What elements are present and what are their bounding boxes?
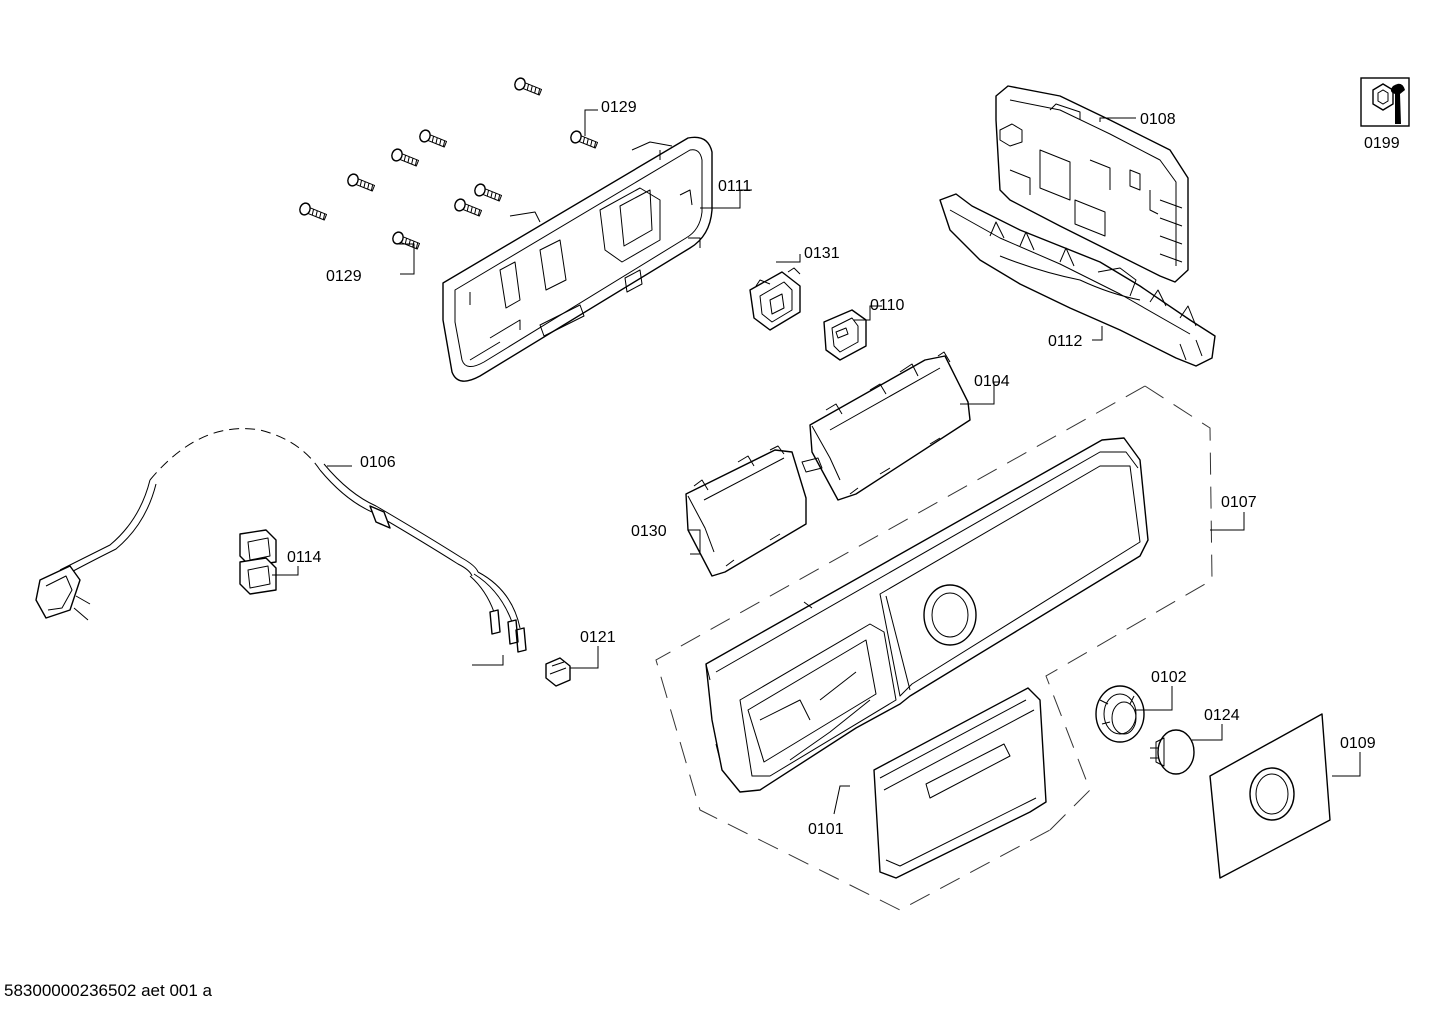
screw-8 bbox=[299, 202, 328, 221]
label-0114: 0114 bbox=[287, 549, 322, 566]
part-0130-display-module bbox=[685, 445, 807, 577]
part-0121-small bbox=[545, 657, 571, 687]
label-0130: 0130 bbox=[631, 523, 667, 540]
screw-1 bbox=[514, 77, 543, 96]
part-0108-module bbox=[995, 85, 1189, 283]
screw-3 bbox=[419, 129, 448, 148]
label-0129-top: 0129 bbox=[601, 99, 637, 116]
screw-5 bbox=[347, 173, 376, 192]
part-0104-display-module bbox=[801, 351, 971, 501]
label-0112: 0112 bbox=[1048, 333, 1083, 350]
screws bbox=[299, 77, 599, 250]
screw-7 bbox=[454, 198, 483, 217]
part-0124-knob bbox=[1150, 729, 1195, 775]
label-0110: 0110 bbox=[870, 297, 905, 314]
screw-2 bbox=[570, 130, 599, 149]
part-0101-drawer-handle bbox=[873, 687, 1047, 879]
screw-4 bbox=[391, 148, 420, 167]
label-0199: 0199 bbox=[1364, 135, 1400, 152]
part-labels: 0129 0129 0111 0108 0199 0131 0110 0112 … bbox=[287, 99, 1400, 838]
label-0109: 0109 bbox=[1340, 735, 1376, 752]
label-0107: 0107 bbox=[1221, 494, 1257, 511]
part-0112-rail bbox=[939, 193, 1216, 367]
label-0121: 0121 bbox=[580, 629, 616, 646]
part-0114-clip bbox=[239, 529, 277, 595]
label-0131: 0131 bbox=[804, 245, 840, 262]
drawing-reference-id: 58300000236502 aet 001 a bbox=[4, 981, 212, 1000]
label-0106: 0106 bbox=[360, 454, 396, 471]
label-0124: 0124 bbox=[1204, 707, 1240, 724]
part-0106-mains-cable bbox=[35, 428, 527, 653]
label-0108: 0108 bbox=[1140, 111, 1176, 128]
part-main-panel bbox=[705, 437, 1149, 793]
screw-9 bbox=[392, 231, 421, 250]
part-0131-bracket bbox=[749, 267, 801, 331]
label-0104: 0104 bbox=[974, 373, 1010, 390]
label-0101: 0101 bbox=[808, 821, 844, 838]
label-0129-bottom: 0129 bbox=[326, 268, 362, 285]
part-0109-trim-plate bbox=[1209, 713, 1331, 879]
screw-6 bbox=[474, 183, 503, 202]
part-0110-board bbox=[823, 309, 867, 361]
part-0199-tool-icon bbox=[1360, 77, 1410, 127]
leader-lines bbox=[272, 109, 1361, 815]
label-0111: 0111 bbox=[718, 178, 751, 195]
part-0102-ring bbox=[1095, 685, 1145, 743]
label-0102: 0102 bbox=[1151, 669, 1187, 686]
part-0107-assembly-outline bbox=[655, 385, 1213, 911]
part-0111-frame bbox=[442, 136, 713, 382]
